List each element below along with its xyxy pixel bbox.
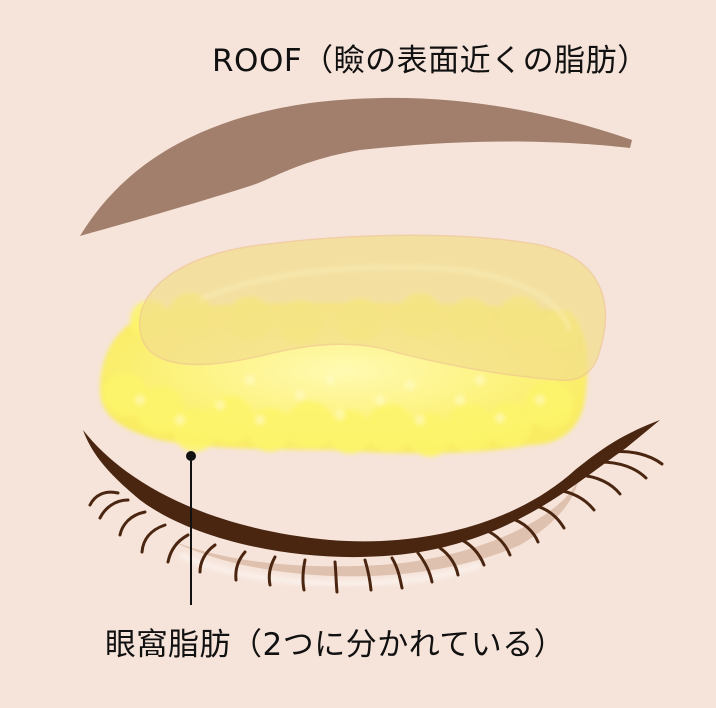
eyelid-line	[83, 420, 660, 558]
roof-fat	[138, 234, 607, 381]
roof-label: ROOF（瞼の表面近くの脂肪）	[212, 43, 649, 79]
orbital-fat-pointer	[186, 451, 196, 605]
eyelashes	[88, 450, 664, 594]
orbital-fat-label: 眼窩脂肪（2つに分かれている）	[105, 627, 566, 663]
eyebrow	[80, 97, 632, 236]
roof-fat-highlight	[199, 265, 572, 331]
lower-lid-highlight	[178, 552, 481, 587]
